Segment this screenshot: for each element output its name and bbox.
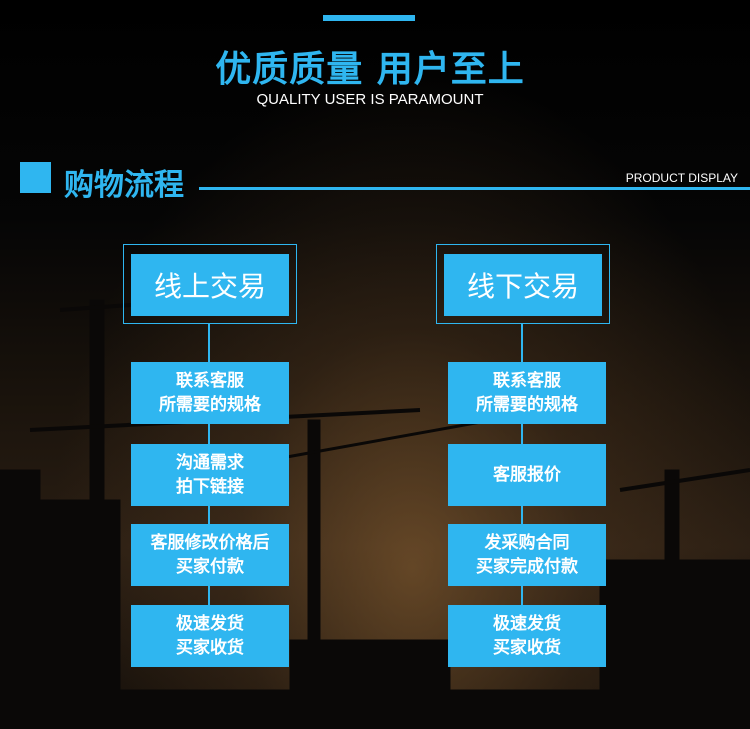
section-divider	[199, 187, 750, 190]
online-step-4: 极速发货 买家收货	[131, 605, 289, 667]
offline-step-3: 发采购合同 买家完成付款	[448, 524, 606, 586]
online-step-2: 沟通需求 拍下链接	[131, 444, 289, 506]
page-title: 优质质量 用户至上	[0, 40, 740, 92]
step-line: 极速发货	[176, 612, 244, 636]
step-line: 沟通需求	[176, 451, 244, 475]
step-line: 发采购合同	[485, 531, 570, 555]
section-marker-square	[20, 162, 51, 193]
step-line: 拍下链接	[176, 475, 244, 499]
online-heading: 线上交易	[131, 254, 289, 316]
step-line: 买家收货	[176, 636, 244, 660]
offline-step-1: 联系客服 所需要的规格	[448, 362, 606, 424]
page-subtitle: QUALITY USER IS PARAMOUNT	[0, 91, 740, 108]
section-title: 购物流程	[64, 160, 184, 204]
step-line: 买家完成付款	[476, 555, 578, 579]
online-step-1: 联系客服 所需要的规格	[131, 362, 289, 424]
section-tag: PRODUCT DISPLAY	[626, 171, 738, 185]
step-line: 买家付款	[176, 555, 244, 579]
step-line: 客服修改价格后	[151, 531, 270, 555]
step-line: 极速发货	[493, 612, 561, 636]
offline-heading: 线下交易	[444, 254, 602, 316]
step-line: 所需要的规格	[159, 393, 261, 417]
offline-step-4: 极速发货 买家收货	[448, 605, 606, 667]
step-line: 联系客服	[176, 369, 244, 393]
offline-step-2: 客服报价	[448, 444, 606, 506]
step-line: 所需要的规格	[476, 393, 578, 417]
online-step-3: 客服修改价格后 买家付款	[131, 524, 289, 586]
step-line: 买家收货	[493, 636, 561, 660]
step-line: 客服报价	[493, 463, 561, 487]
step-line: 联系客服	[493, 369, 561, 393]
top-accent-bar	[323, 15, 415, 21]
